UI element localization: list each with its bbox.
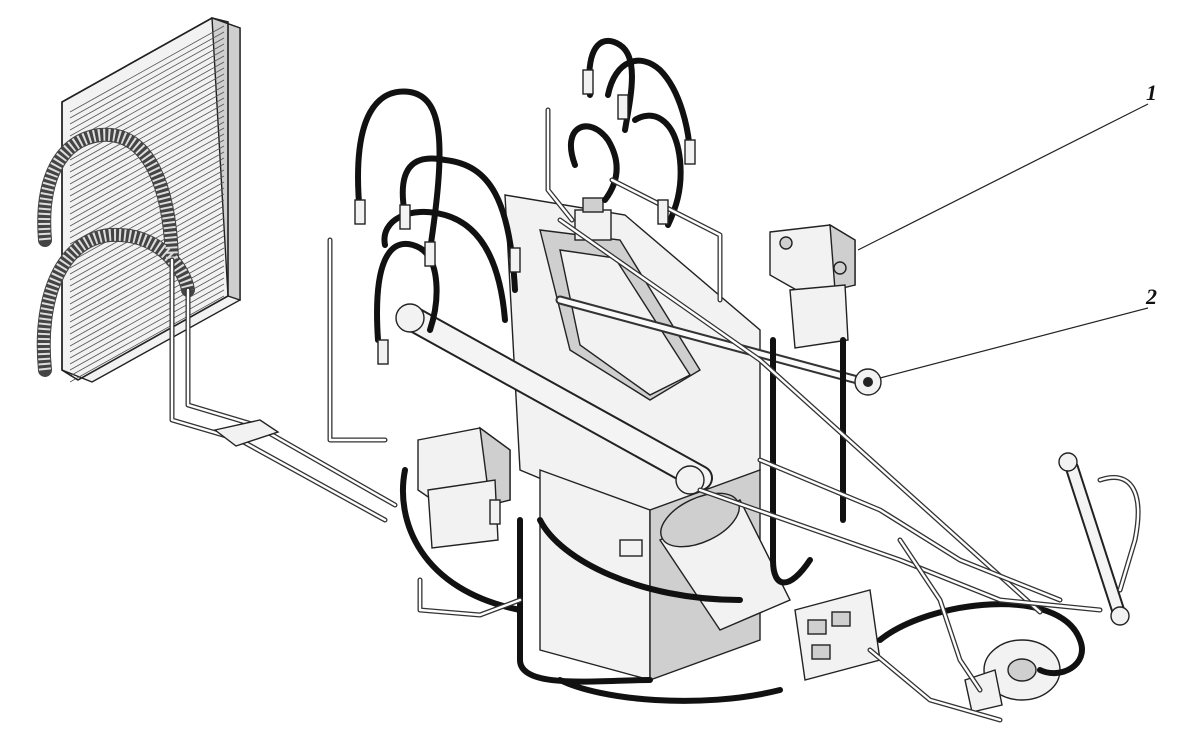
radiator-fin	[69, 247, 225, 335]
radiator-fin	[69, 49, 225, 137]
radiator-fin	[69, 295, 225, 383]
radiator-corrugated-hoses	[36, 127, 195, 377]
radiator-fin	[69, 157, 225, 245]
radiator-fin	[69, 43, 225, 131]
callout-2-label: 2	[1145, 284, 1157, 309]
cooler-return-pipes	[169, 257, 398, 523]
radiator-fin	[69, 253, 225, 341]
radiator-fin	[69, 97, 225, 185]
hydraulic-pump-upper	[769, 223, 856, 349]
callout-1: 1	[857, 80, 1157, 251]
radiator-fin	[69, 37, 225, 125]
radiator-fin	[69, 277, 225, 365]
callout-1-leader	[857, 103, 1149, 251]
radiator-fin	[69, 241, 225, 329]
radiator-fin	[69, 187, 225, 275]
high-pressure-hoses	[355, 37, 1085, 704]
distributor-valve-block	[794, 589, 881, 681]
radiator-fin	[69, 91, 225, 179]
hose-fittings	[354, 69, 696, 557]
radiator-fin	[69, 85, 225, 173]
radiator-fin	[69, 217, 225, 305]
radiator-fin	[69, 145, 225, 233]
hydraulic-pump-lower	[417, 426, 511, 549]
hydraulic-cylinder-long	[395, 295, 882, 495]
oil-filter	[658, 492, 791, 631]
radiator-fin	[69, 271, 225, 359]
callout-2-leader	[879, 307, 1149, 379]
radiator-fin	[69, 235, 225, 323]
radiator-fin	[69, 133, 225, 221]
radiator-fin	[69, 205, 225, 293]
steel-hydraulic-lines	[327, 107, 1141, 723]
radiator-fin	[69, 265, 225, 353]
radiator-fin	[69, 25, 225, 113]
radiator-fin	[69, 79, 225, 167]
radiator-fin	[69, 151, 225, 239]
radiator-fin	[69, 229, 225, 317]
radiator-fin	[69, 181, 225, 269]
radiator-fin	[69, 259, 225, 347]
radiator-fin	[69, 31, 225, 119]
callout-1-label: 1	[1146, 80, 1157, 105]
radiator-fin	[69, 55, 225, 143]
steering-unit	[964, 639, 1061, 713]
radiator-fin	[69, 283, 225, 371]
oil-cooler-radiator	[61, 16, 241, 383]
radiator-fin	[69, 223, 225, 311]
radiator-fin	[69, 175, 225, 263]
radiator-fin	[69, 289, 225, 377]
radiator-fin	[69, 73, 225, 161]
radiator-fin	[69, 211, 225, 299]
small-cylinder-right	[1058, 452, 1130, 626]
radiator-fin	[69, 139, 225, 227]
callout-2: 2	[879, 284, 1157, 379]
